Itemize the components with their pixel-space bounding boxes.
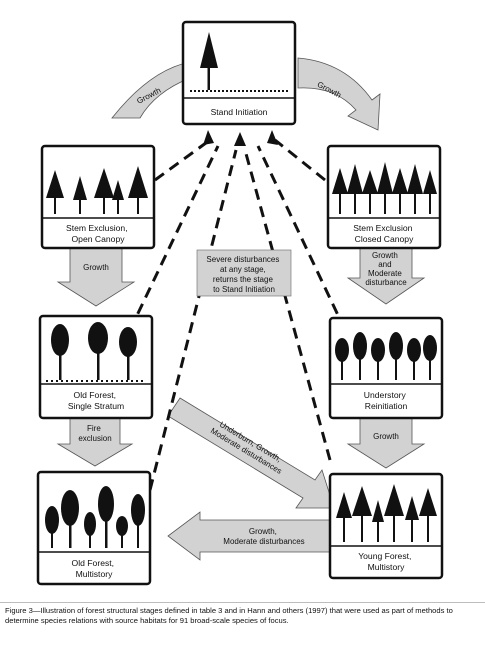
stage-understory-reinitiation (328, 316, 444, 420)
arrow-growth-top-right (297, 57, 381, 131)
label-young-forest-multi: Young Forest, Multistory (358, 551, 414, 572)
label-fire-exclusion: Fire exclusion (78, 424, 111, 443)
stage-young-forest-multi (328, 472, 444, 580)
stage-stem-exclusion-closed (326, 144, 442, 250)
label-center-note: Severe disturbances at any stage, return… (206, 255, 281, 294)
label-bottom: Growth, Moderate disturbances (223, 527, 304, 546)
trees-old-forest-single (46, 322, 146, 382)
dashed-arrows (128, 138, 347, 491)
label-stem-exclusion-closed: Stem Exclusion Closed Canopy (353, 223, 415, 244)
forest-structural-stages-diagram: Stand Initiation Stem Exclusion, Open Ca… (36, 20, 444, 586)
trees-young-forest-multi (336, 484, 437, 542)
label-old-forest-multi: Old Forest, Multistory (72, 558, 117, 579)
arrow-growth-right (346, 245, 426, 305)
label-stand-initiation: Stand Initiation (211, 107, 268, 117)
arrow-fire-exclusion (56, 415, 134, 467)
figure-caption: Figure 3—Illustration of forest structur… (5, 606, 453, 625)
label-understory-reinitiation: Understory Reinitiation (364, 390, 408, 411)
arrow-underburn (167, 397, 335, 509)
label-understory-growth: Growth (373, 432, 399, 441)
stage-stem-exclusion-open (40, 144, 156, 250)
label-growth-left: Growth (83, 263, 109, 272)
label-old-forest-single: Old Forest, Single Stratum (68, 390, 124, 411)
arrow-bottom (167, 511, 331, 561)
trees-old-forest-multi (45, 486, 145, 548)
stage-old-forest-multi (36, 470, 152, 586)
arrowheads (203, 130, 278, 146)
trees-stem-exclusion-closed (332, 162, 437, 214)
label-stem-exclusion-open: Stem Exclusion, Open Canopy (66, 223, 130, 244)
arrow-growth-left (56, 245, 136, 307)
center-note-box (196, 249, 292, 297)
trees-stand-initiation (190, 32, 288, 92)
caption-separator (0, 602, 485, 603)
arrow-understory-growth (346, 413, 426, 469)
trees-stem-exclusion-open (46, 166, 148, 214)
trees-understory-reinitiation (335, 332, 437, 380)
label-growth-right: Growth and Moderate disturbance (365, 251, 407, 287)
stage-old-forest-single (38, 314, 154, 420)
stage-stand-initiation (181, 20, 297, 126)
